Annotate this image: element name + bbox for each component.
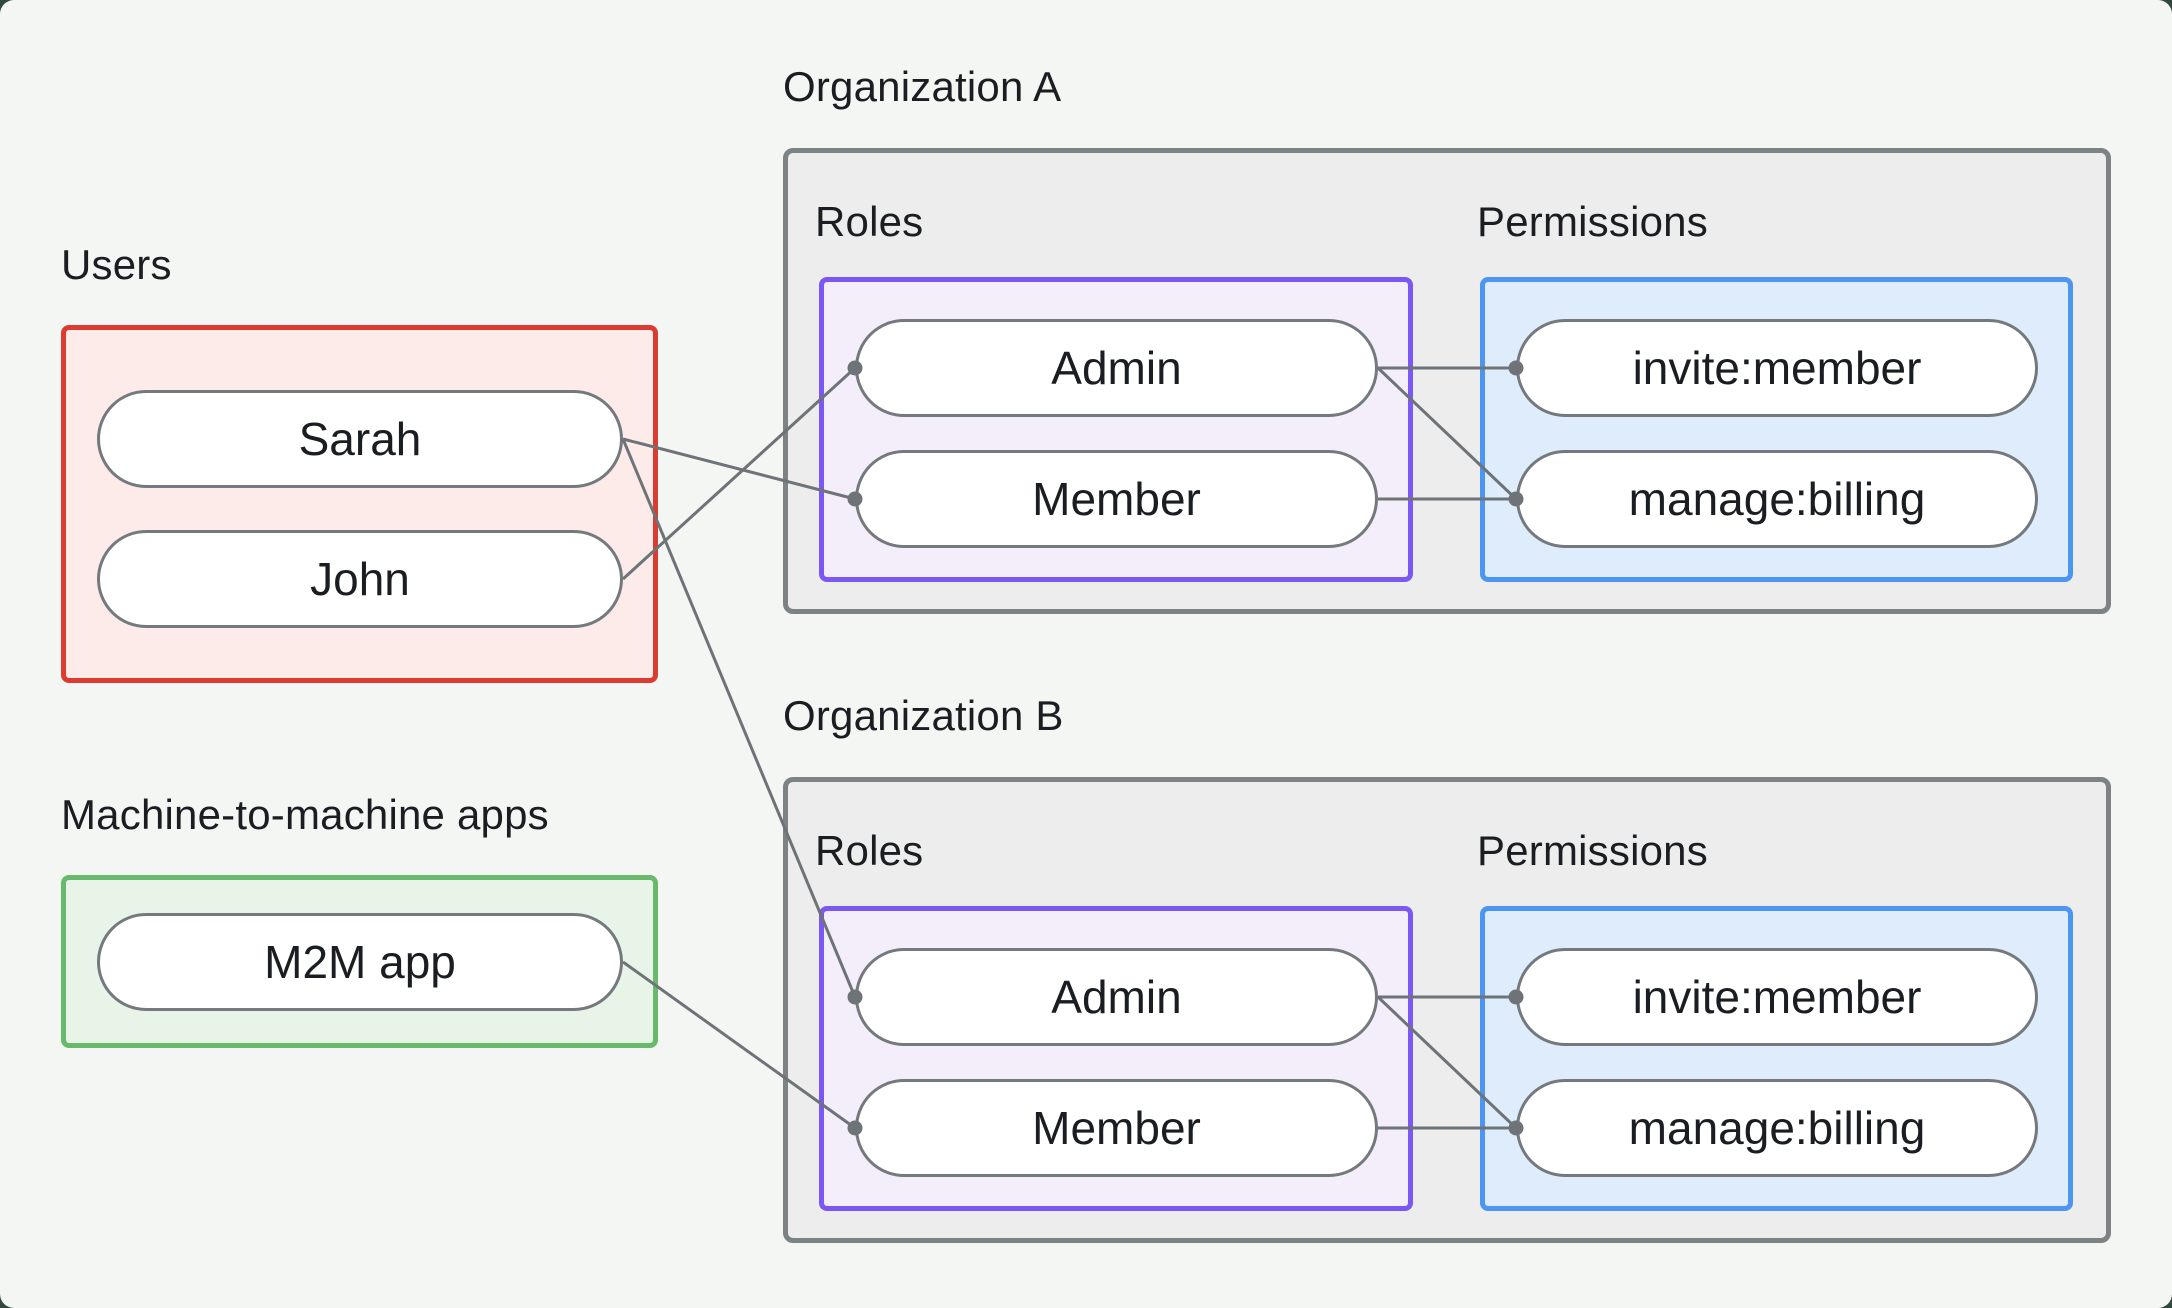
org-b-roles-label: Roles (815, 827, 924, 874)
org-b-permissions-label: Permissions (1477, 827, 1708, 874)
node-org-a-admin: Admin (855, 319, 1378, 417)
node-org-a-invite-member: invite:member (1516, 319, 2038, 417)
node-org-a-manage-billing: manage:billing (1516, 450, 2038, 548)
org-a-title: Organization A (783, 63, 1062, 110)
node-org-a-member: Member (855, 450, 1378, 548)
node-org-a-invite-member-label: invite:member (1632, 342, 1922, 394)
org-a-box: Roles Admin Member Permissions invite:me… (783, 148, 2111, 614)
org-a-permissions-label: Permissions (1477, 198, 1708, 245)
node-org-b-manage-billing-label: manage:billing (1628, 1102, 1926, 1154)
org-a-permissions-box: invite:member manage:billing (1480, 277, 2073, 582)
node-org-b-manage-billing: manage:billing (1516, 1079, 2038, 1177)
node-john-label: John (310, 553, 410, 605)
node-org-b-member: Member (855, 1079, 1378, 1177)
org-a-roles-label: Roles (815, 198, 924, 245)
node-m2m-app-label: M2M app (264, 936, 456, 988)
org-a-roles-box: Admin Member (819, 277, 1413, 582)
node-org-b-invite-member: invite:member (1516, 948, 2038, 1046)
node-m2m-app: M2M app (97, 913, 623, 1011)
node-sarah-label: Sarah (298, 413, 422, 465)
node-sarah: Sarah (97, 390, 623, 488)
node-org-b-invite-member-label: invite:member (1632, 971, 1922, 1023)
m2m-group-box: M2M app (61, 875, 658, 1048)
org-b-roles-box: Admin Member (819, 906, 1413, 1211)
users-group-box: Sarah John (61, 325, 658, 683)
node-org-b-admin-label: Admin (1051, 971, 1182, 1023)
m2m-group-label: Machine-to-machine apps (61, 791, 549, 838)
node-org-b-admin: Admin (855, 948, 1378, 1046)
node-john: John (97, 530, 623, 628)
node-org-a-manage-billing-label: manage:billing (1628, 473, 1926, 525)
org-b-title: Organization B (783, 692, 1064, 739)
users-group-label: Users (61, 241, 172, 288)
node-org-b-member-label: Member (1032, 1102, 1201, 1154)
node-org-a-member-label: Member (1032, 473, 1201, 525)
org-b-permissions-box: invite:member manage:billing (1480, 906, 2073, 1211)
org-b-box: Roles Admin Member Permissions invite:me… (783, 777, 2111, 1243)
node-org-a-admin-label: Admin (1051, 342, 1182, 394)
